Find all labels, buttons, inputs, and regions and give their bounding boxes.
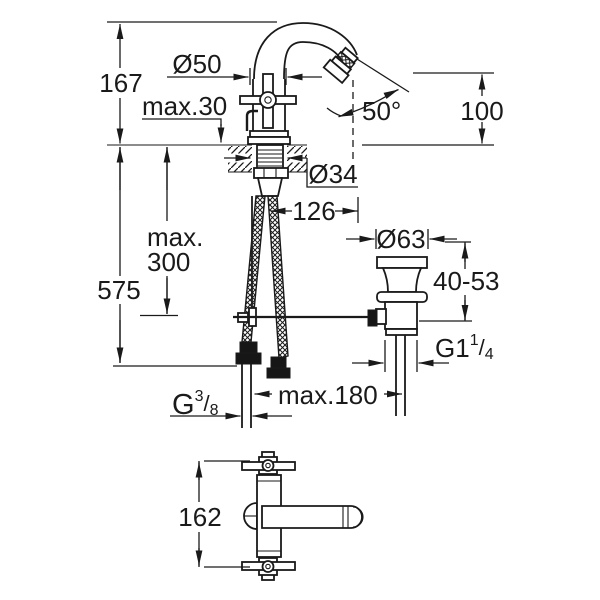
dim-d34-label: Ø34	[308, 159, 357, 189]
body-sides	[252, 79, 286, 131]
dim-575-label: 575	[97, 275, 140, 305]
bottom-cross-handle	[241, 557, 296, 581]
mounting-nut	[253, 167, 289, 179]
waste-body	[384, 301, 418, 330]
handle-screw	[264, 96, 272, 104]
dim-g38-label: G3/8	[172, 388, 219, 421]
spout-inner-curve	[283, 41, 344, 80]
dim-d63-label: Ø63	[376, 224, 425, 254]
under-deck-assembly	[233, 144, 369, 428]
hose-nut-right	[270, 356, 287, 369]
hose-manifold	[256, 177, 284, 197]
nozzle-axis-line	[356, 58, 410, 93]
dimension-deck-thickness: max.30	[142, 91, 227, 143]
dim-d50-label: Ø50	[172, 49, 221, 79]
dimension-spout-projection: 126	[270, 196, 359, 226]
nut-facets	[263, 168, 277, 178]
dimension-supply-thread: G3/8	[170, 388, 292, 421]
faucet-body	[239, 22, 359, 145]
dim-g114-label: G11/4	[435, 332, 494, 363]
waste-plug-cap	[376, 256, 428, 269]
dimension-spout-angle: 50°	[326, 58, 410, 163]
dimension-waste-diameter: Ø63	[346, 224, 457, 254]
waste-lock-nut	[385, 328, 418, 336]
hose-nut-left-flange	[235, 352, 262, 365]
dim-50deg-label: 50°	[362, 96, 401, 126]
top-view: 162	[178, 451, 364, 581]
waste-neck	[381, 267, 423, 293]
dimension-overall-depth: 162	[178, 460, 250, 568]
deck-surface-lines	[107, 144, 307, 173]
dimension-hole-diameter: Ø34	[224, 153, 358, 189]
flex-hose-right	[267, 195, 289, 359]
lift-rod-knob	[245, 109, 258, 131]
pop-up-waste	[367, 256, 428, 416]
waste-tailpipe	[395, 335, 406, 416]
dimension-waste-adjust-range: 40-53	[419, 241, 500, 322]
top-view-body	[243, 474, 364, 558]
dimension-hose-clearance: max. 300	[140, 147, 203, 317]
dimension-outlet-height: 100	[362, 72, 504, 146]
dimension-handle-diameter: Ø50	[167, 49, 322, 85]
dimension-total-height: 575	[97, 147, 237, 367]
spout-fill	[254, 23, 357, 79]
dim-126-label: 126	[292, 196, 335, 226]
dimension-waste-thread: G11/4	[352, 332, 494, 372]
dimensions: 167 575 max. 300	[97, 21, 504, 421]
supply-pipe	[241, 364, 252, 428]
dim-167-label: 167	[99, 68, 142, 98]
waste-knurled-knob	[367, 309, 378, 327]
dim-4053-label: 40-53	[433, 266, 500, 296]
dim-100-label: 100	[460, 96, 503, 126]
dim-max300-label-line2: 300	[147, 247, 190, 277]
dim-max30-label: max.30	[142, 91, 227, 121]
waste-flange	[376, 291, 428, 303]
dim-162-label: 162	[178, 502, 221, 532]
spout-top-view	[261, 505, 363, 529]
escutcheon-base	[247, 136, 291, 145]
dim-max300-label-line1: max.	[147, 222, 203, 252]
spout-nozzle	[322, 46, 359, 85]
handle-hub	[259, 91, 277, 109]
hose-nut-left	[239, 341, 258, 354]
dimension-waste-offset: max.180	[254, 380, 402, 410]
dimension-spout-height: 167	[99, 24, 143, 144]
hose-nut-right-flange	[266, 367, 291, 379]
shank-threads	[258, 149, 282, 167]
top-cross-handle	[241, 451, 296, 475]
front-view: 167 575 max. 300	[97, 21, 504, 428]
aerator-rings-top-view	[342, 506, 364, 528]
dim-max180-label: max.180	[278, 380, 378, 410]
cross-handle	[239, 73, 297, 129]
spout-outer-curve	[253, 22, 358, 80]
